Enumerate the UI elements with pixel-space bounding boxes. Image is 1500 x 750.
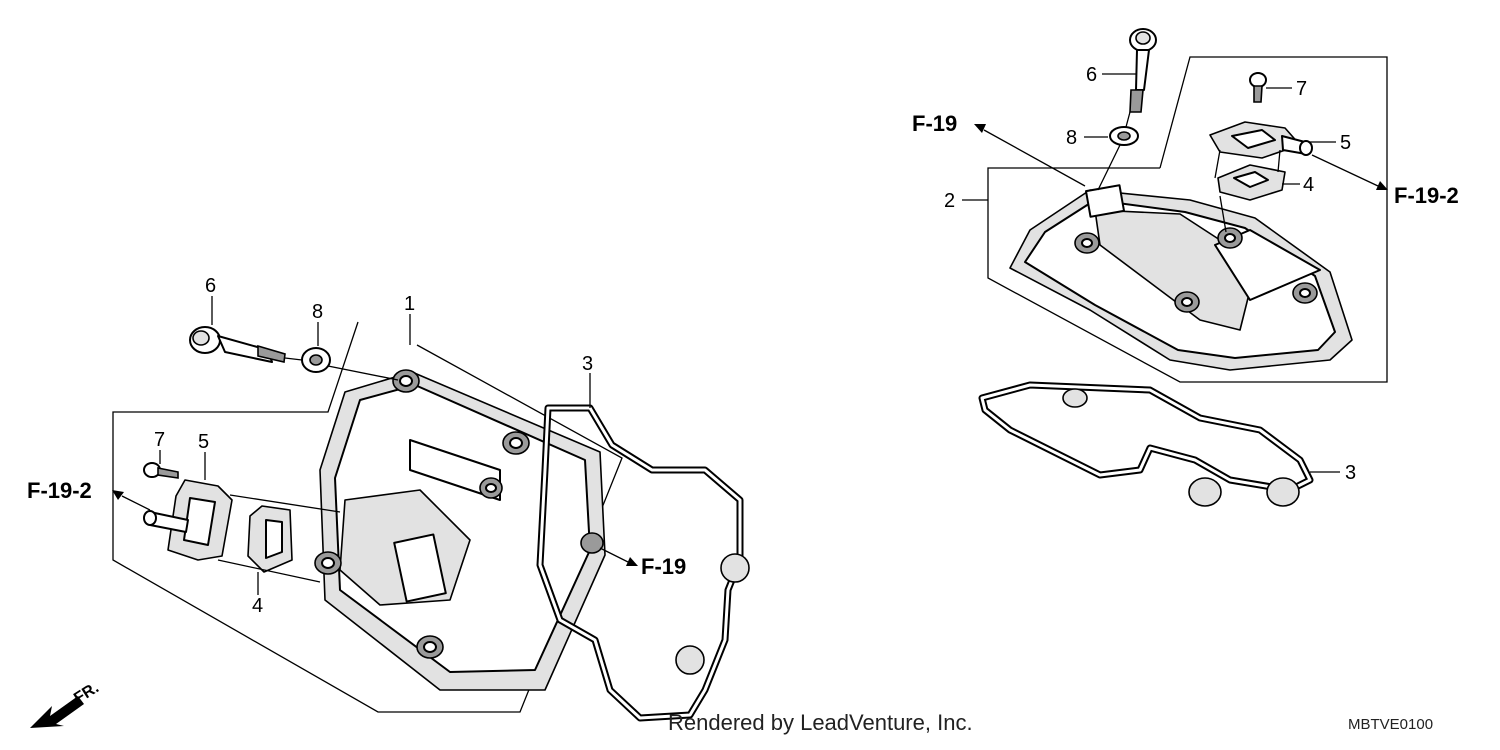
assembly-2-bracket [987, 56, 1388, 383]
washer-right [1109, 126, 1139, 146]
cylinder-head-cover-front [314, 369, 606, 691]
breather-joint-left [143, 479, 233, 561]
breather-gasket-right [1217, 164, 1286, 201]
callout-right-7: 7 [1296, 78, 1307, 100]
breather-gasket-left [247, 505, 293, 573]
assembly-1-bracket [112, 321, 623, 713]
callout-right-4: 4 [1303, 174, 1314, 196]
callout-right-3: 3 [1345, 462, 1356, 484]
bolt-right [1129, 28, 1157, 113]
callout-left-6: 6 [205, 275, 216, 297]
rendered-by-credit: Rendered by LeadVenture, Inc. [668, 710, 973, 735]
ref-label-right-f19: F-19 [912, 111, 957, 136]
ref-label-left-f19: F-19 [641, 554, 686, 579]
small-bolt-left [143, 462, 179, 479]
callout-left-5: 5 [198, 431, 209, 453]
callout-right-2: 2 [944, 190, 955, 212]
bolt-left [189, 326, 286, 363]
front-direction-arrow: FR. [30, 679, 102, 728]
callout-left-8: 8 [312, 301, 323, 323]
ref-label-right-f19-2: F-19-2 [1394, 183, 1459, 208]
small-bolt-right [1249, 72, 1267, 103]
breather-joint-right [1209, 121, 1313, 159]
ref-label-left-f19-2: F-19-2 [27, 478, 92, 503]
callout-right-8: 8 [1066, 127, 1077, 149]
callout-right-6: 6 [1086, 64, 1097, 86]
diagram-code: MBTVE0100 [1348, 716, 1434, 733]
callout-left-4: 4 [252, 595, 263, 617]
callout-left-1: 1 [404, 293, 415, 315]
cylinder-head-cover-rear [1009, 184, 1353, 371]
washer-left [301, 347, 331, 373]
callout-right-5: 5 [1340, 132, 1351, 154]
callout-left-7: 7 [154, 429, 165, 451]
head-cover-gasket-right [978, 381, 1314, 507]
head-cover-gasket-left [536, 404, 750, 722]
callout-left-3: 3 [582, 353, 593, 375]
